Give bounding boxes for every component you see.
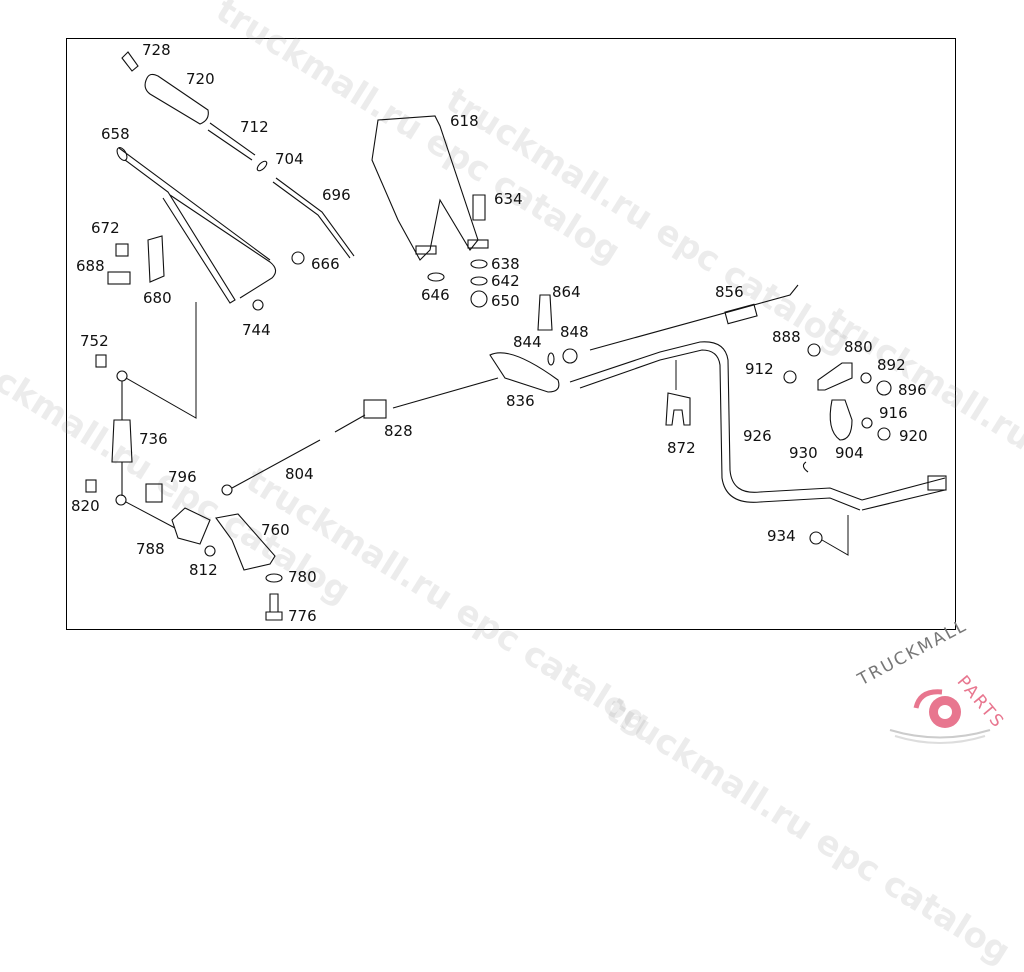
part-650-nut[interactable] bbox=[470, 290, 488, 308]
label-618[interactable]: 618 bbox=[450, 112, 479, 130]
label-844[interactable]: 844 bbox=[513, 333, 542, 351]
part-634-bolt[interactable] bbox=[472, 194, 486, 221]
label-680[interactable]: 680 bbox=[143, 289, 172, 307]
part-752-clip[interactable] bbox=[95, 354, 107, 368]
cable-end-eye bbox=[115, 494, 127, 506]
part-828-adjuster-nut[interactable] bbox=[363, 399, 387, 419]
part-638-washer[interactable] bbox=[470, 259, 488, 269]
label-836[interactable]: 836 bbox=[506, 392, 535, 410]
label-744[interactable]: 744 bbox=[242, 321, 271, 339]
part-642-spring-washer[interactable] bbox=[470, 276, 488, 286]
label-864[interactable]: 864 bbox=[552, 283, 581, 301]
part-916-spring-washer[interactable] bbox=[861, 417, 873, 429]
parts-diagram bbox=[85, 51, 947, 621]
label-888[interactable]: 888 bbox=[772, 328, 801, 346]
label-934[interactable]: 934 bbox=[767, 527, 796, 545]
part-864-clip[interactable] bbox=[537, 294, 553, 331]
label-904[interactable]: 904 bbox=[835, 444, 864, 462]
label-712[interactable]: 712 bbox=[240, 118, 269, 136]
part-892-spring-washer[interactable] bbox=[860, 372, 872, 384]
label-658[interactable]: 658 bbox=[101, 125, 130, 143]
part-776-bolt[interactable] bbox=[265, 593, 283, 621]
part-728-grip-cap[interactable] bbox=[121, 51, 139, 72]
part-872-retaining-clip[interactable] bbox=[665, 360, 691, 426]
label-804[interactable]: 804 bbox=[285, 465, 314, 483]
part-796-clip[interactable] bbox=[145, 483, 163, 503]
part-912-bolt[interactable] bbox=[783, 370, 797, 384]
part-666-bolt[interactable] bbox=[291, 251, 305, 265]
part-920-nut[interactable] bbox=[877, 427, 891, 441]
part-804-front-cable[interactable] bbox=[221, 414, 366, 496]
label-820[interactable]: 820 bbox=[71, 497, 100, 515]
label-848[interactable]: 848 bbox=[560, 323, 589, 341]
part-780-spring-washer[interactable] bbox=[265, 573, 283, 583]
label-828[interactable]: 828 bbox=[384, 422, 413, 440]
part-820-clip[interactable] bbox=[85, 479, 97, 493]
label-760[interactable]: 760 bbox=[261, 521, 290, 539]
label-688[interactable]: 688 bbox=[76, 257, 105, 275]
part-688-pad[interactable] bbox=[107, 271, 131, 285]
label-736[interactable]: 736 bbox=[139, 430, 168, 448]
label-912[interactable]: 912 bbox=[745, 360, 774, 378]
label-880[interactable]: 880 bbox=[844, 338, 873, 356]
part-788-bracket[interactable] bbox=[171, 507, 211, 545]
label-704[interactable]: 704 bbox=[275, 150, 304, 168]
label-650[interactable]: 650 bbox=[491, 292, 520, 310]
label-672[interactable]: 672 bbox=[91, 219, 120, 237]
part-856-return-spring[interactable] bbox=[589, 284, 799, 351]
part-736-cable-boot[interactable] bbox=[111, 370, 133, 496]
label-896[interactable]: 896 bbox=[898, 381, 927, 399]
part-760-bracket[interactable] bbox=[215, 513, 276, 571]
label-788[interactable]: 788 bbox=[136, 540, 165, 558]
label-642[interactable]: 642 bbox=[491, 272, 520, 290]
label-634[interactable]: 634 bbox=[494, 190, 523, 208]
part-712-spring[interactable] bbox=[207, 122, 256, 161]
part-930-circlip[interactable] bbox=[802, 461, 809, 473]
label-892[interactable]: 892 bbox=[877, 356, 906, 374]
part-896-nut[interactable] bbox=[876, 380, 892, 396]
part-646-washer[interactable] bbox=[427, 272, 445, 282]
label-930[interactable]: 930 bbox=[789, 444, 818, 462]
label-666[interactable]: 666 bbox=[311, 255, 340, 273]
label-796[interactable]: 796 bbox=[168, 468, 197, 486]
part-744-bolt[interactable] bbox=[252, 299, 264, 311]
part-680-ratchet-pawl[interactable] bbox=[147, 235, 165, 283]
part-696-release-rod[interactable] bbox=[272, 177, 355, 259]
cable-threaded-end bbox=[392, 377, 499, 409]
part-888-bolt[interactable] bbox=[807, 343, 821, 357]
part-904-clamp[interactable] bbox=[829, 399, 853, 441]
part-704-washer[interactable] bbox=[256, 160, 269, 173]
part-880-bracket[interactable] bbox=[817, 362, 853, 391]
label-638[interactable]: 638 bbox=[491, 255, 520, 273]
label-812[interactable]: 812 bbox=[189, 561, 218, 579]
label-720[interactable]: 720 bbox=[186, 70, 215, 88]
label-926[interactable]: 926 bbox=[743, 427, 772, 445]
truckmallparts-logo[interactable]: TRUCKMALL PARTS bbox=[850, 616, 1024, 750]
label-872[interactable]: 872 bbox=[667, 439, 696, 457]
label-776[interactable]: 776 bbox=[288, 607, 317, 625]
part-812-bolt[interactable] bbox=[204, 545, 216, 557]
label-920[interactable]: 920 bbox=[899, 427, 928, 445]
part-926-rear-cable[interactable] bbox=[569, 341, 947, 511]
label-752[interactable]: 752 bbox=[80, 332, 109, 350]
part-618-bracket[interactable] bbox=[371, 115, 489, 261]
label-728[interactable]: 728 bbox=[142, 41, 171, 59]
leader-line bbox=[125, 501, 176, 529]
part-658-lever[interactable] bbox=[115, 146, 277, 304]
part-934-bolt[interactable] bbox=[809, 515, 849, 556]
label-696[interactable]: 696 bbox=[322, 186, 351, 204]
part-720-handle-grip[interactable] bbox=[144, 73, 209, 125]
label-780[interactable]: 780 bbox=[288, 568, 317, 586]
part-848-nut[interactable] bbox=[562, 348, 578, 364]
diagram-frame bbox=[66, 38, 956, 630]
part-844-washer[interactable] bbox=[547, 352, 555, 366]
part-672-clip[interactable] bbox=[115, 243, 129, 257]
label-856[interactable]: 856 bbox=[715, 283, 744, 301]
label-646[interactable]: 646 bbox=[421, 286, 450, 304]
part-836-equalizer[interactable] bbox=[489, 352, 560, 393]
label-916[interactable]: 916 bbox=[879, 404, 908, 422]
gear-logo-icon bbox=[889, 689, 991, 744]
